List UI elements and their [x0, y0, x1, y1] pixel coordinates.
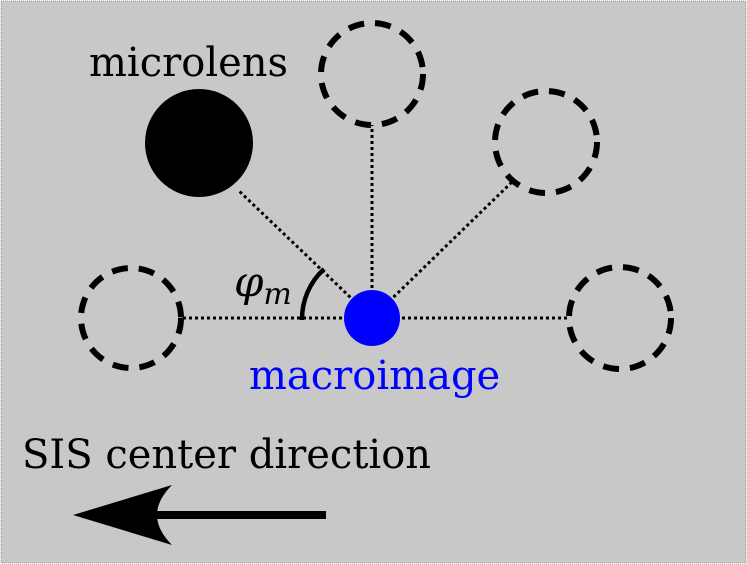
direction-label: SIS center direction: [22, 432, 431, 478]
dashed-circle-upper-right: [492, 88, 600, 196]
arrow-head: [73, 485, 172, 545]
alternative-positions: [78, 20, 674, 372]
angle-subscript: m: [263, 277, 291, 312]
macroimage-label: macroimage: [249, 353, 500, 399]
microlens-label: microlens: [89, 40, 288, 86]
direction-arrow: [73, 485, 326, 545]
dashed-circle-right: [566, 264, 674, 372]
connector-lines: [180, 125, 568, 320]
angle-symbol: φm: [234, 257, 292, 312]
microlens-disk: [145, 89, 253, 197]
connector-microlens: [236, 188, 374, 320]
dashed-circle-left: [78, 265, 184, 371]
dashed-circle-top: [318, 20, 426, 128]
angle-arc: [299, 267, 326, 321]
macroimage-dot: [344, 290, 400, 346]
angle-phi: φ: [234, 257, 264, 306]
